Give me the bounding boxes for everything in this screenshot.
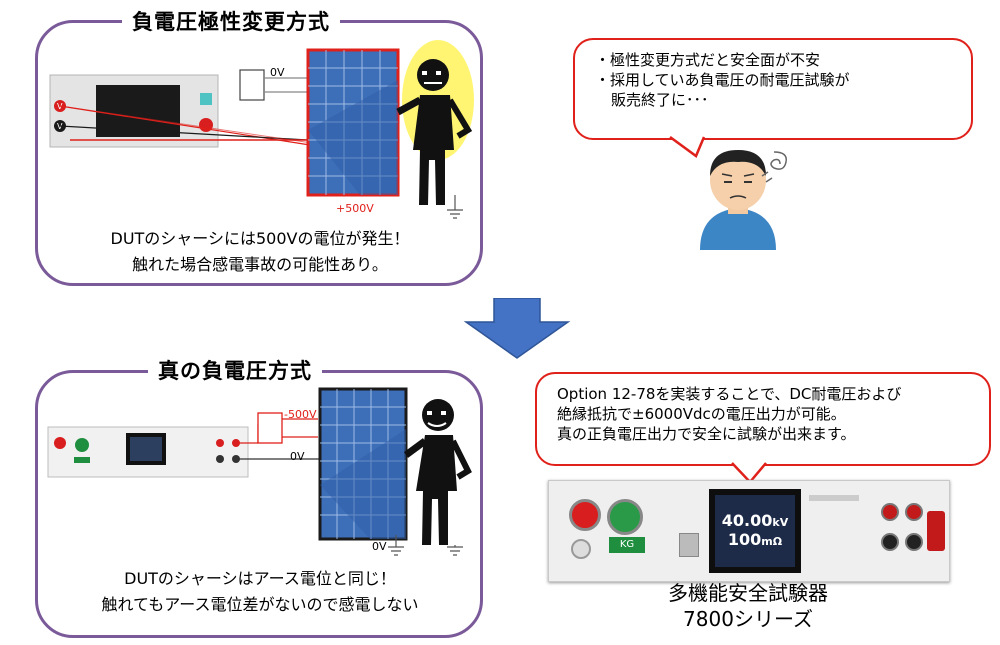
top-caption: DUTのシャーシには500Vの電位が発生！ 触れた場合感電事故の可能性あり。 [40, 226, 480, 278]
info-bubble: Option 12-78を実装することで、DC耐電圧および 絶縁抵抗で±6000… [535, 372, 991, 466]
top-caption-line1: DUTのシャーシには500Vの電位が発生！ [110, 229, 410, 248]
instrument-caption-line2: 7800シリーズ [683, 607, 813, 631]
return-terminal-black [905, 533, 923, 551]
tester-device-7800 [47, 426, 249, 478]
worry-swirl-icon [761, 151, 787, 183]
screen-value2: 100mΩ [727, 530, 783, 549]
bottom-caption-line1: DUTのシャーシはアース電位と同じ！ [124, 569, 396, 588]
info-line2: 絶縁抵抗で±6000Vdcの電圧出力が可能。 [557, 405, 846, 423]
bottom-zero-label-top: 0V [290, 450, 305, 463]
bottom-caption-line2: 触れてもアース電位差がないので感電しない [101, 595, 419, 614]
solar-panel [306, 48, 400, 197]
bottom-caption: DUTのシャーシはアース電位と同じ！ 触れてもアース電位差がないので感電しない [40, 566, 480, 618]
top-panel [35, 20, 483, 286]
instrument-screen: 40.00kV 100mΩ [709, 489, 801, 573]
sense-terminal-black [881, 533, 899, 551]
test-button [607, 499, 643, 535]
kg-button: KG [609, 537, 645, 553]
worry-line1: ・極性変更方式だと安全面が不安 [595, 51, 821, 69]
hv-terminal [927, 511, 945, 551]
shocked-person-icon [396, 40, 474, 205]
instrument-caption-line1: 多機能安全試験器 [668, 581, 828, 605]
instrument-7800: KG 40.00kV 100mΩ [548, 480, 950, 582]
sense-terminal-red [881, 503, 899, 521]
instrument-caption: 多機能安全試験器 7800シリーズ [548, 580, 948, 632]
usb-port [679, 533, 699, 557]
current-terminal-red [905, 503, 923, 521]
worry-bubble-tail [669, 136, 706, 158]
bottom-zero-label-bottom: 0V [372, 540, 387, 553]
tester-device: V V [49, 74, 219, 148]
worry-line3: 販売終了に･･･ [611, 91, 709, 109]
bottom-diagram [47, 387, 472, 556]
bottom-minus-label: -500V [284, 408, 317, 421]
info-line3: 真の正負電圧出力で安全に試験が出来ます。 [557, 425, 856, 443]
solar-panel [318, 387, 408, 541]
worry-line2: ・採用していあ負電圧の耐電圧試験が [595, 71, 850, 89]
top-panel-title: 負電圧極性変更方式 [122, 6, 340, 36]
screen-value1: 40.00kV [721, 511, 789, 530]
down-arrow-icon [463, 298, 571, 359]
top-plus-label: +500V [336, 202, 374, 215]
top-zero-label: 0V [270, 66, 285, 79]
worry-bubble: ・極性変更方式だと安全面が不安 ・採用していあ負電圧の耐電圧試験が 販売終了に･… [573, 38, 973, 140]
top-diagram: V V [49, 40, 474, 219]
worried-person-icon [700, 150, 787, 250]
info-line1: Option 12-78を実装することで、DC耐電圧および [557, 385, 902, 403]
instrument-label-area [809, 495, 859, 501]
reset-button [569, 499, 601, 531]
power-button [571, 539, 591, 559]
top-caption-line2: 触れた場合感電事故の可能性あり。 [132, 255, 388, 274]
safe-person-icon [403, 399, 472, 545]
bottom-panel-title: 真の負電圧方式 [148, 355, 322, 385]
